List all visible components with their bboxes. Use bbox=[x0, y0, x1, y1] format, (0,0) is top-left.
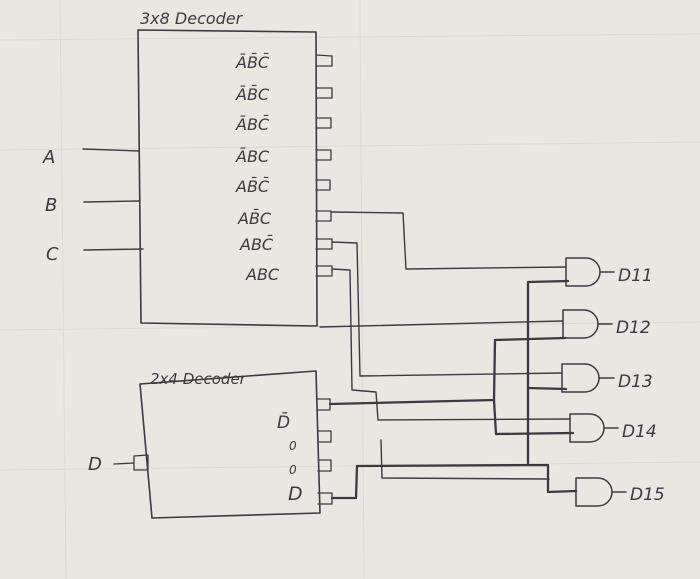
gate-label-d11: D11 bbox=[618, 266, 653, 286]
decoder-3x8: 3x8 Decoder A B C ĀB̄C̄ ĀB̄C ĀBC̄ ĀBC AB… bbox=[42, 9, 333, 327]
output-label-3: ĀBC bbox=[235, 147, 270, 166]
decoder-3x8-pins bbox=[315, 54, 333, 277]
gate-label-d12: D12 bbox=[616, 318, 651, 338]
wire-ab-c-to-d11 bbox=[330, 211, 567, 270]
paper-grid bbox=[0, 33, 700, 471]
wire-to-d12-upper bbox=[319, 320, 563, 328]
gate-label-d14: D14 bbox=[622, 422, 657, 442]
and-gate-d12 bbox=[562, 309, 599, 339]
input-wire-b bbox=[83, 200, 141, 203]
decoder-3x8-title: 3x8 Decoder bbox=[140, 9, 244, 28]
wire-abc-to-d14 bbox=[331, 268, 571, 421]
output-label-6: ABC̄ bbox=[239, 235, 274, 254]
and-gates bbox=[561, 257, 627, 507]
and-gate-d15 bbox=[575, 477, 613, 507]
output-label-d: D bbox=[288, 483, 303, 505]
pin-zero-1 bbox=[317, 430, 332, 443]
decoder-2x4-title: 2x4 Decoder bbox=[150, 370, 247, 388]
pin-zero-2 bbox=[317, 459, 332, 472]
output-label-0: ĀB̄C̄ bbox=[235, 53, 270, 72]
pin-0 bbox=[315, 54, 333, 67]
wire-dbar-to-d12 bbox=[328, 336, 567, 406]
wires bbox=[319, 211, 571, 480]
pin-6 bbox=[315, 238, 333, 250]
decoder-2x4: 2x4 Decoder D D̄ 0 0 D bbox=[88, 370, 333, 519]
output-label-zero-2: 0 bbox=[289, 463, 297, 477]
gate-label-d15: D15 bbox=[630, 485, 665, 505]
pin-2 bbox=[315, 117, 332, 129]
wire-to-d15-upper bbox=[380, 439, 550, 480]
input-label-b: B bbox=[45, 195, 57, 216]
wire-d-to-d13 bbox=[526, 386, 568, 391]
wire-d-to-d11 bbox=[526, 279, 570, 467]
pin-7 bbox=[315, 265, 333, 277]
control-wires bbox=[328, 279, 578, 500]
output-label-dbar: D̄ bbox=[277, 411, 290, 433]
input-label-d: D bbox=[88, 454, 102, 475]
output-label-7: ABC bbox=[245, 265, 280, 284]
wire-dbar-to-d14 bbox=[492, 398, 575, 436]
wire-d-to-d15 bbox=[330, 463, 578, 500]
input-wire-c bbox=[83, 248, 144, 251]
and-gate-d11 bbox=[565, 257, 601, 287]
input-wire-a bbox=[82, 148, 140, 152]
output-label-2: ĀBC̄ bbox=[235, 115, 270, 134]
and-gate-d14 bbox=[569, 413, 605, 443]
input-label-c: C bbox=[46, 244, 59, 265]
paper-grid-vertical bbox=[59, 0, 365, 579]
decoder-2x4-box bbox=[139, 370, 321, 519]
input-label-a: A bbox=[42, 147, 55, 168]
input-pin-d bbox=[113, 454, 149, 471]
wire-abc-bar-to-d13 bbox=[331, 241, 563, 377]
output-label-5: AB̄C bbox=[237, 209, 272, 228]
pin-5 bbox=[315, 210, 332, 222]
pin-4 bbox=[315, 179, 331, 191]
pin-1 bbox=[315, 87, 333, 99]
output-label-1: ĀB̄C bbox=[235, 85, 270, 104]
and-gate-d13 bbox=[561, 363, 600, 393]
output-label-zero-1: 0 bbox=[289, 439, 297, 453]
decoder-3x8-box bbox=[137, 29, 318, 327]
pin-3 bbox=[315, 149, 332, 161]
gate-label-d13: D13 bbox=[618, 372, 653, 392]
output-label-4: AB̄C̄ bbox=[235, 177, 270, 196]
